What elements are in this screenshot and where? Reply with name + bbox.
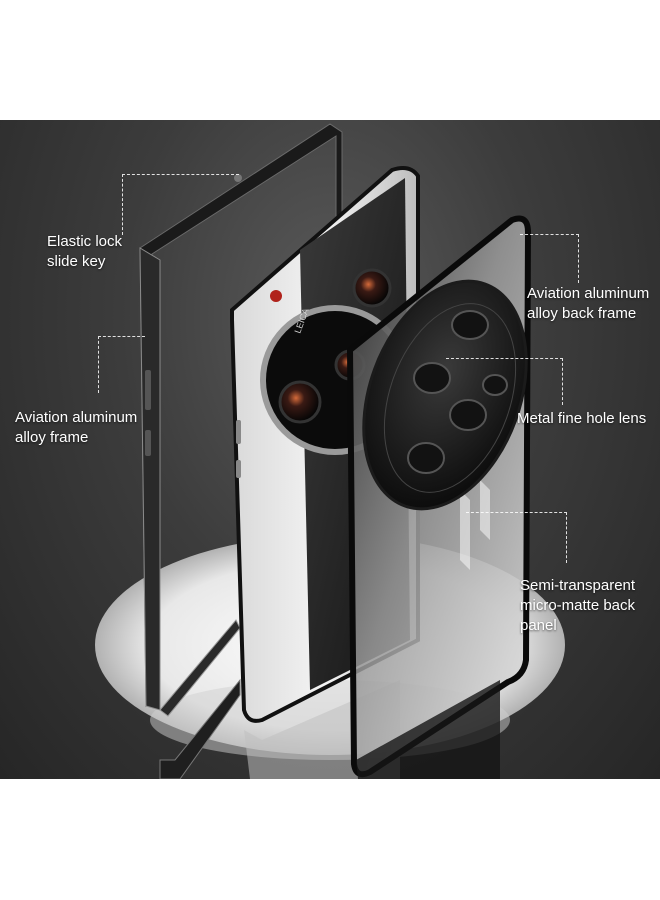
callout-aviation-frame-line1: Aviation aluminum xyxy=(15,409,138,426)
callout-aviation-frame-line2: alloy frame xyxy=(15,429,89,446)
callout-elastic-lock: Elastic lock slide key xyxy=(47,232,122,272)
callout-aviation-frame: Aviation aluminum alloy frame xyxy=(15,408,137,448)
metal-lens-cover xyxy=(362,279,528,511)
callout-line-back-frame xyxy=(520,234,579,283)
callout-elastic-lock-line1: Elastic lock xyxy=(47,233,123,250)
callout-back-panel-line3: panel xyxy=(520,617,557,634)
frame-button-slot xyxy=(145,370,151,410)
back-panel xyxy=(346,215,532,779)
callout-elastic-lock-line2: slide key xyxy=(47,253,106,270)
callout-back-panel-line2: micro-matte back xyxy=(520,597,636,614)
product-photo: LEICA xyxy=(0,120,660,779)
callout-metal-lens-line1: Metal fine hole lens xyxy=(517,410,647,427)
callout-aviation-back-frame-line1: Aviation aluminum xyxy=(527,285,650,302)
callout-aviation-back-frame: Aviation aluminum alloy back frame xyxy=(527,284,649,324)
callout-aviation-back-frame-line2: alloy back frame xyxy=(527,305,637,322)
aluminum-frame xyxy=(139,123,343,779)
elastic-lock-key xyxy=(234,174,242,182)
callout-line-elastic-lock xyxy=(122,174,239,235)
callout-line-aviation-frame xyxy=(98,336,145,393)
brand-red-dot-icon xyxy=(270,290,282,302)
callout-line-back-panel xyxy=(466,512,567,563)
callout-back-panel: Semi-transparent micro-matte back panel xyxy=(520,576,635,636)
callout-line-metal-lens xyxy=(446,358,563,405)
callout-metal-lens: Metal fine hole lens xyxy=(517,409,646,429)
callout-back-panel-line1: Semi-transparent xyxy=(520,577,636,594)
phone-case-illustration: LEICA xyxy=(95,123,565,779)
